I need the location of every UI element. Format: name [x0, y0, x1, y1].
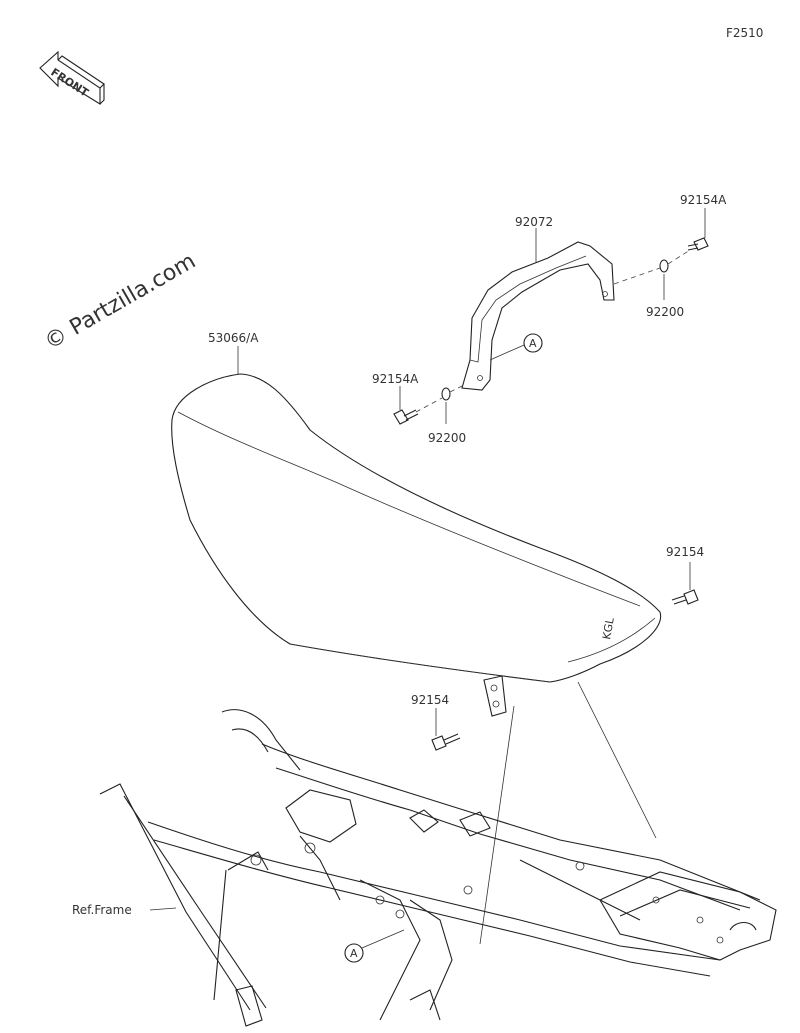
callout-92154-right: 92154	[666, 545, 704, 559]
callout-92154-bottom: 92154	[411, 693, 449, 707]
callout-92154A-top: 92154A	[680, 193, 727, 207]
callout-92200-top: 92200	[646, 305, 684, 319]
front-arrow-icon: FRONT	[39, 50, 105, 105]
watermark-text: © Partzilla.com	[41, 249, 201, 356]
reference-frame-label: Ref.Frame	[72, 903, 132, 917]
bolt-left[interactable]	[393, 409, 419, 425]
svg-text:KGL: KGL	[600, 616, 617, 641]
seat-mount-tab	[483, 675, 507, 717]
svg-text:A: A	[529, 337, 537, 350]
washer-top-right[interactable]	[659, 259, 669, 273]
svg-text:A: A	[350, 947, 358, 960]
callout-53066A: 53066/A	[208, 331, 259, 345]
bolt-top-right[interactable]	[687, 237, 709, 251]
marker-a-bottom	[344, 943, 364, 963]
marker-a-top	[523, 333, 543, 353]
diagram-code: F2510	[726, 26, 763, 40]
callout-92200-left: 92200	[428, 431, 466, 445]
seat-part[interactable]: KGL	[171, 373, 662, 683]
bolt-seat-right[interactable]	[671, 589, 699, 605]
bolt-seat-bottom[interactable]	[431, 733, 461, 751]
washer-left[interactable]	[441, 387, 451, 401]
rear-bracket-part[interactable]	[461, 241, 615, 391]
callout-92072: 92072	[515, 215, 553, 229]
callout-92154A-left: 92154A	[372, 372, 419, 386]
frame-reference	[99, 709, 777, 1027]
